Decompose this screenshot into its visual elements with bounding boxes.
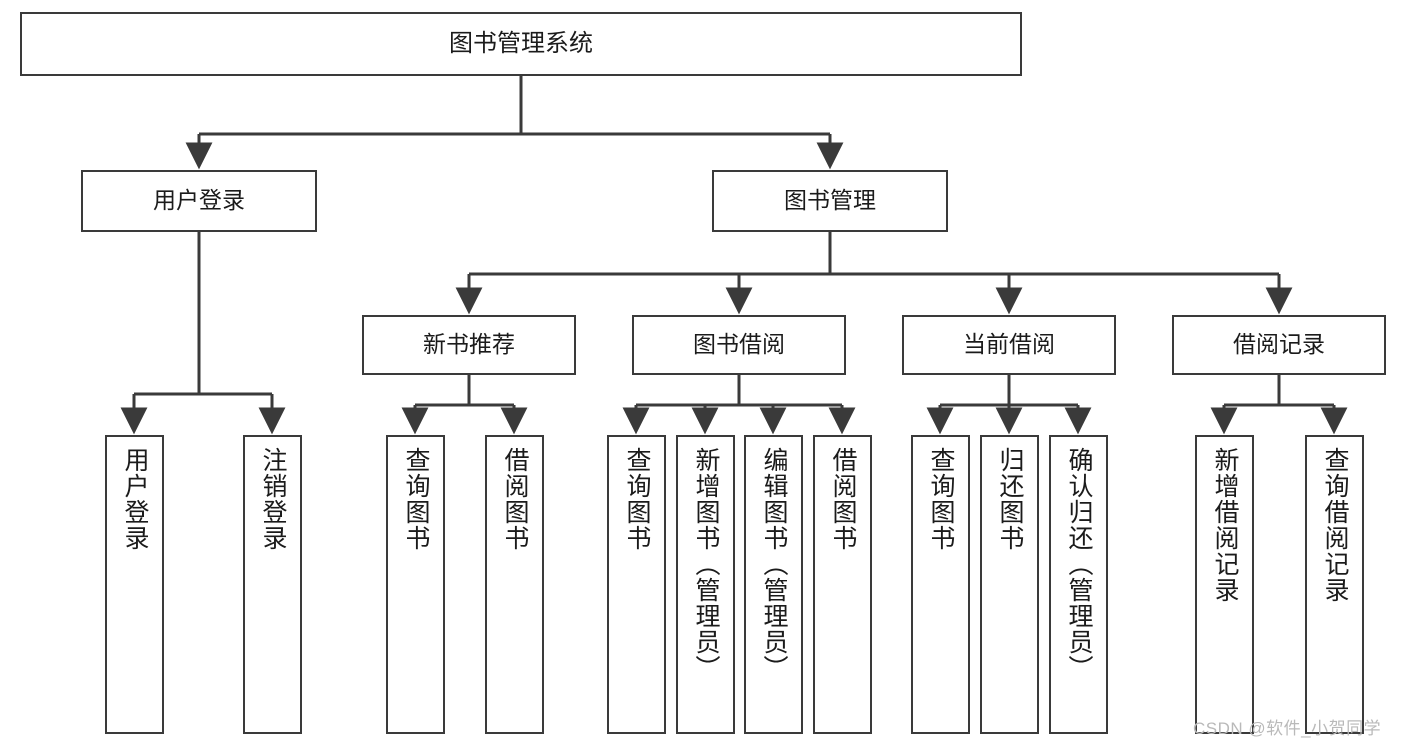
node-user-login-label: 用户登录 [153,187,245,214]
leaf-book-borrow-2-label: 编辑图书（管理员） [760,447,788,681]
node-book-borrow[interactable]: 图书借阅 [632,315,846,375]
leaf-borrow-record-0[interactable]: 新增借阅记录 [1195,435,1254,734]
leaf-borrow-record-1[interactable]: 查询借阅记录 [1305,435,1364,734]
leaf-book-borrow-2[interactable]: 编辑图书（管理员） [744,435,803,734]
leaf-book-borrow-1-label: 新增图书（管理员） [692,447,720,681]
node-current-borrow[interactable]: 当前借阅 [902,315,1116,375]
leaf-book-borrow-3[interactable]: 借阅图书 [813,435,872,734]
leaf-book-borrow-0-label: 查询图书 [623,447,651,551]
node-borrow-record[interactable]: 借阅记录 [1172,315,1386,375]
leaf-current-borrow-1[interactable]: 归还图书 [980,435,1039,734]
leaf-current-borrow-2[interactable]: 确认归还（管理员） [1049,435,1108,734]
leaf-book-borrow-1[interactable]: 新增图书（管理员） [676,435,735,734]
leaf-current-borrow-1-label: 归还图书 [996,447,1024,551]
node-book-manage[interactable]: 图书管理 [712,170,948,232]
node-new-book-recommend-label: 新书推荐 [423,331,515,358]
leaf-new-book-1-label: 借阅图书 [501,447,529,551]
leaf-borrow-record-0-label: 新增借阅记录 [1211,447,1239,603]
node-user-login[interactable]: 用户登录 [81,170,317,232]
node-root[interactable]: 图书管理系统 [20,12,1022,76]
node-current-borrow-label: 当前借阅 [963,331,1055,358]
node-book-manage-label: 图书管理 [784,187,876,214]
node-new-book-recommend[interactable]: 新书推荐 [362,315,576,375]
leaf-new-book-0-label: 查询图书 [402,447,430,551]
leaf-user-login-0[interactable]: 用户登录 [105,435,164,734]
leaf-book-borrow-0[interactable]: 查询图书 [607,435,666,734]
leaf-user-login-1[interactable]: 注销登录 [243,435,302,734]
leaf-new-book-1[interactable]: 借阅图书 [485,435,544,734]
leaf-user-login-0-label: 用户登录 [121,447,149,551]
leaf-user-login-1-label: 注销登录 [259,447,287,551]
leaf-book-borrow-3-label: 借阅图书 [829,447,857,551]
leaf-current-borrow-0[interactable]: 查询图书 [911,435,970,734]
leaf-borrow-record-1-label: 查询借阅记录 [1321,447,1349,603]
leaf-new-book-0[interactable]: 查询图书 [386,435,445,734]
leaf-current-borrow-0-label: 查询图书 [927,447,955,551]
node-root-label: 图书管理系统 [449,29,593,57]
csdn-watermark: CSDN @软件_小贺同学 [1193,719,1382,738]
node-book-borrow-label: 图书借阅 [693,331,785,358]
leaf-current-borrow-2-label: 确认归还（管理员） [1065,447,1093,681]
node-borrow-record-label: 借阅记录 [1233,331,1325,358]
